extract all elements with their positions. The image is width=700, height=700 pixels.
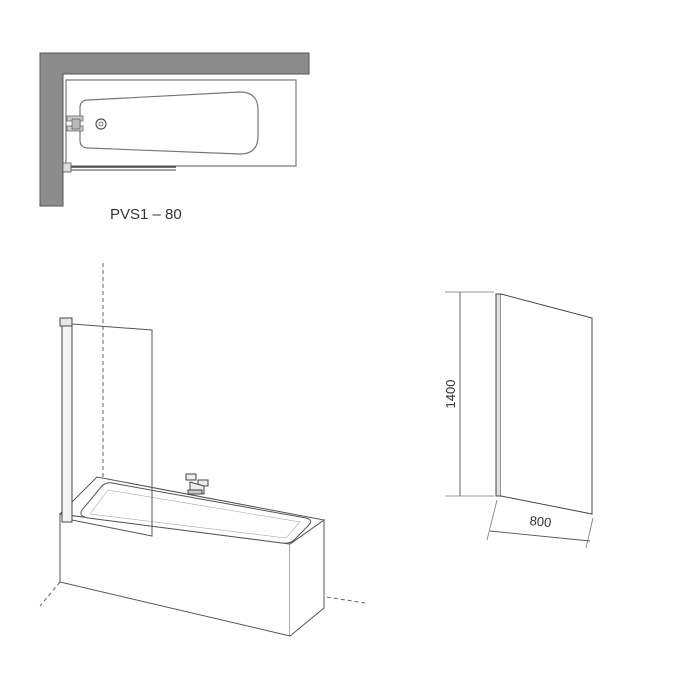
screen-profile	[59, 317, 73, 523]
bath-body	[58, 476, 326, 637]
plan-screen-panel	[62, 162, 176, 173]
wall	[39, 52, 310, 207]
dim-width-label: 800	[529, 513, 552, 530]
dim-width-ext-right	[585, 517, 594, 549]
model-label: PVS1 – 80	[110, 206, 182, 223]
plan-view	[39, 52, 310, 207]
plan-bath-inner	[79, 91, 259, 155]
floor-edge-left-dashed	[39, 581, 61, 607]
dim-panel-profile	[495, 293, 502, 497]
plan-drain	[95, 118, 107, 130]
glass-panel	[71, 323, 153, 537]
dim-height-label: 1400	[443, 380, 458, 409]
faucet	[185, 473, 209, 495]
plan-drain-inner	[98, 121, 104, 127]
dim-width-line	[489, 530, 591, 542]
dim-width-ext-left	[486, 499, 498, 541]
floor-edge-right-dashed	[319, 595, 366, 604]
dimension-view	[445, 291, 594, 549]
perspective-view	[39, 263, 366, 637]
dim-panel-glass	[500, 293, 593, 515]
plan-faucet	[66, 115, 84, 132]
